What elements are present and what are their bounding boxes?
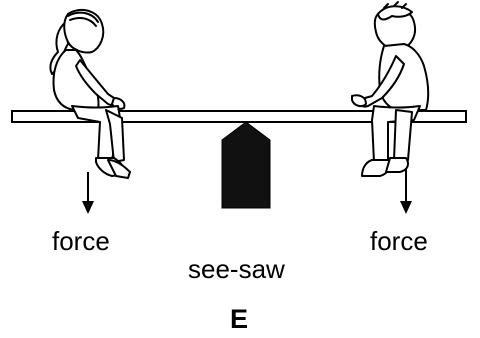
down-arrow-icon xyxy=(82,172,94,214)
down-arrow-icon xyxy=(400,168,412,214)
panel-letter: E xyxy=(230,304,249,334)
boy-figure xyxy=(351,1,430,177)
girl-figure xyxy=(49,8,131,179)
force-label-left: force xyxy=(52,226,110,256)
force-label-right: force xyxy=(370,226,428,256)
fulcrum-icon xyxy=(221,121,271,209)
seesaw-label: see-saw xyxy=(188,254,285,284)
seesaw-plank xyxy=(11,110,467,123)
